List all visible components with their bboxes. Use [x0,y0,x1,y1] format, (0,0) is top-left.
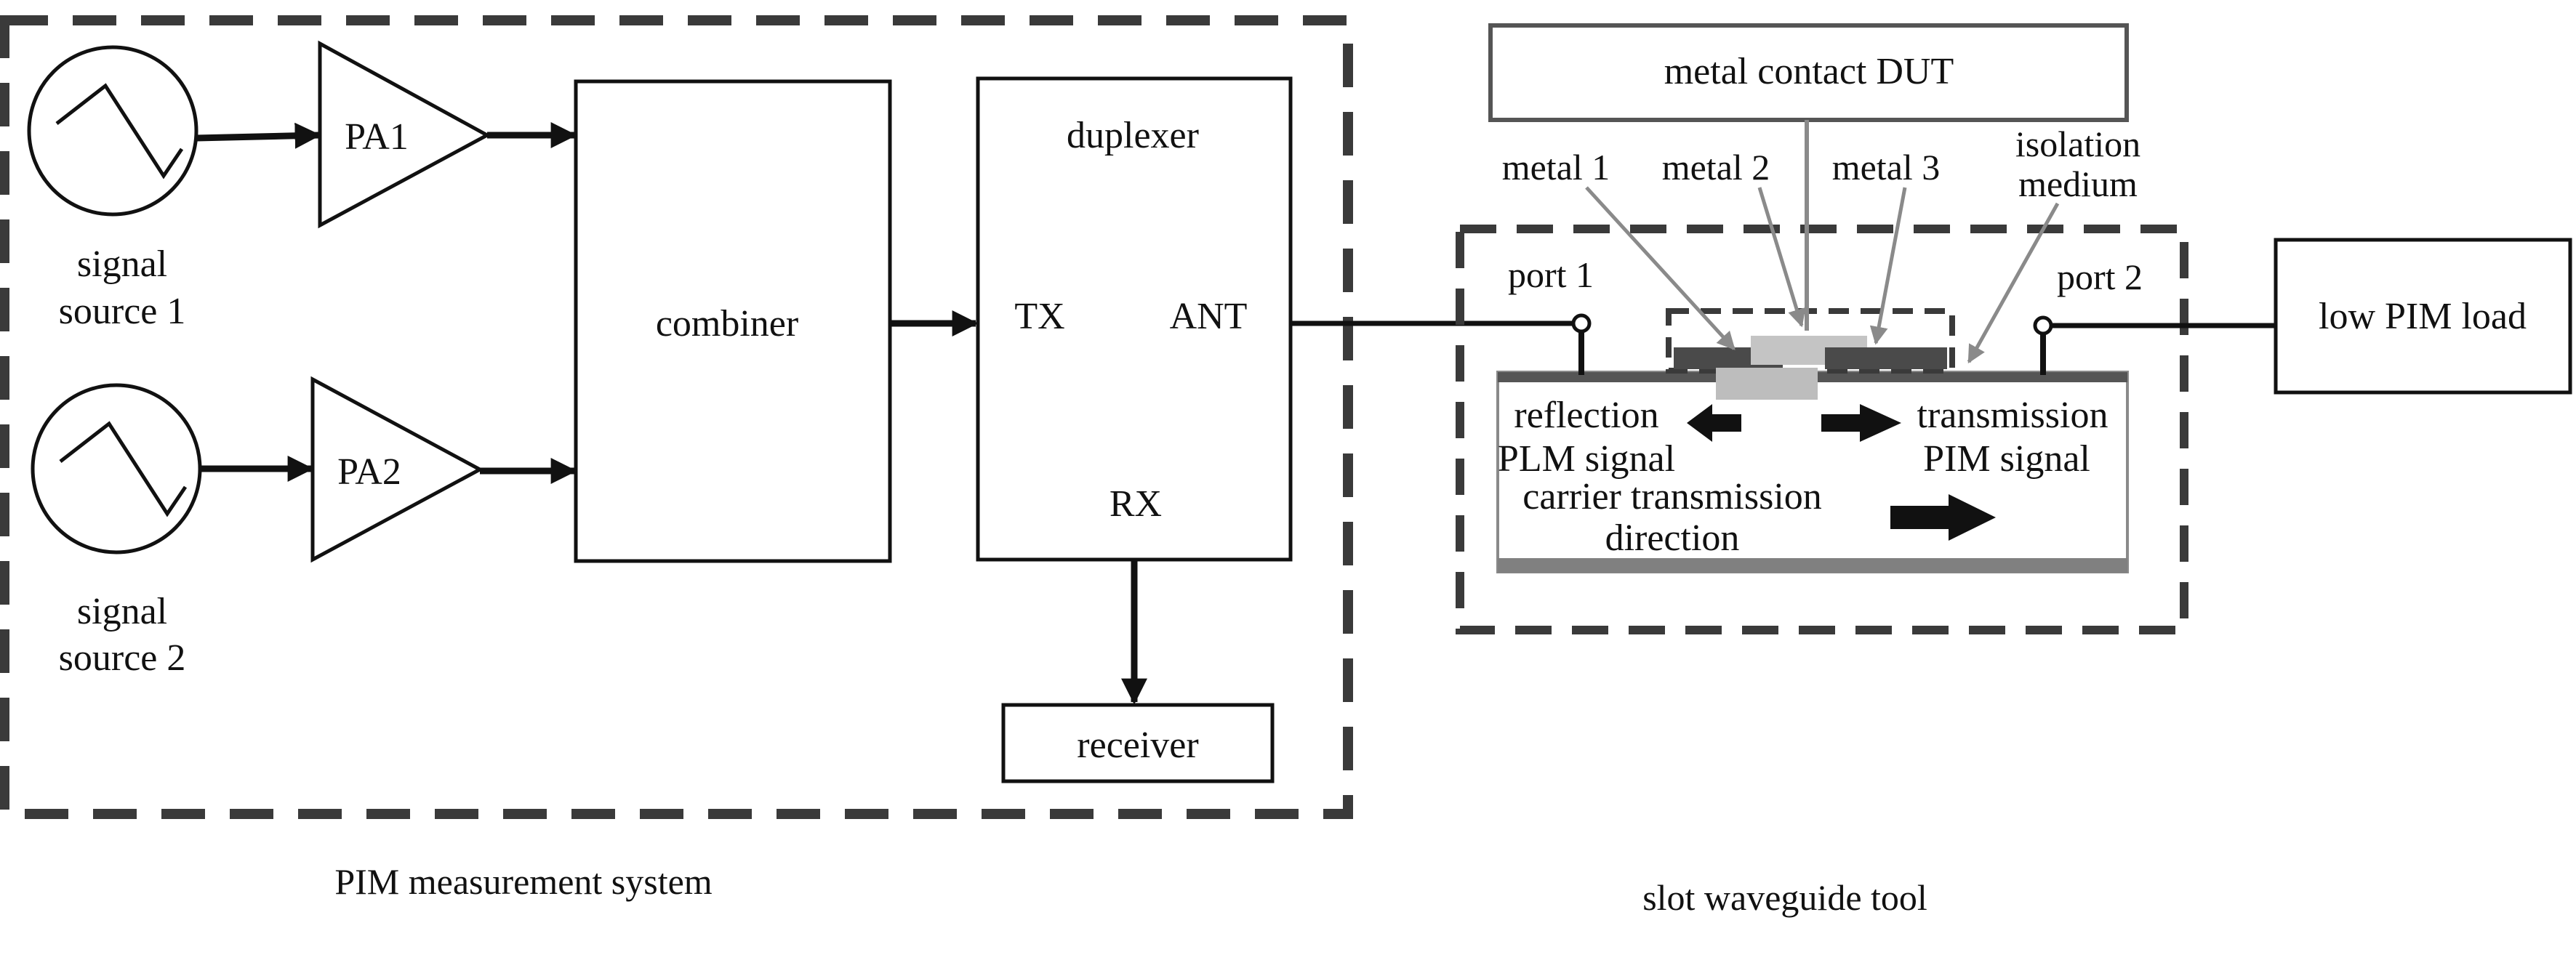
combiner-box [574,79,892,563]
duplexer-block: duplexer TX ANT RX [976,76,1293,562]
pa2-amplifier: PA2 [310,376,484,563]
metal-3-label: metal 3 [1832,147,1941,187]
combiner-block: combiner [574,79,892,563]
source-1-label-line1: signal [77,243,167,285]
duplexer-title: duplexer [1067,115,1199,156]
receiver-block: receiver [1001,703,1275,783]
source-2-label-line2: source 2 [59,637,186,679]
metal-2-label: metal 2 [1662,147,1770,187]
transmission-label-line1: transmission [1917,395,2108,436]
waveguide-tool-caption: slot waveguide tool [1642,877,1927,918]
pa1-triangle-icon [318,40,491,229]
metal-3-leader [1869,187,1907,345]
receiver-box [1001,703,1275,783]
carrier-label-line1: carrier transmission [1522,476,1822,517]
carrier-direction-arrow-icon [1890,494,1996,541]
sine-wave-2-icon [59,421,188,517]
isolation-label-line1: isolation [2015,124,2140,164]
sine-wave-1-icon [55,83,184,180]
pa1-label: PA1 [345,116,409,158]
reflection-label-line1: reflection [1514,395,1658,436]
isolation-label-line2: medium [2018,164,2138,204]
waveguide-body [1496,371,2129,573]
sine-source-1-icon [27,45,198,217]
transmission-arrow-icon [1821,404,1901,442]
combiner-label: combiner [656,303,798,344]
measurement-system-border [0,15,1353,819]
waveguide-bottom-wall [1498,558,2127,573]
dut-block: metal contact DUT [1488,23,2129,122]
duplexer-box [976,76,1293,562]
pa1-amplifier: PA1 [318,40,491,229]
source-2-label-line1: signal [77,591,167,632]
duplexer-tx-port: TX [1014,296,1064,337]
port-2-node [2033,315,2053,336]
wire-source1-pa1 [196,122,321,149]
port-2-label: port 2 [2057,257,2143,297]
metal-2-leader [1757,187,1806,328]
transmission-label-line2: PIM signal [1923,438,2090,480]
pa2-triangle-icon [310,376,484,563]
pa2-label: PA2 [337,451,401,493]
low-pim-load-label: low PIM load [2319,296,2527,337]
source-1-label-line2: source 1 [59,291,186,332]
slot-waveguide-tool: port 1 port 2 metal contact DUT metal 1 … [1456,23,2188,634]
metal-1-leader [1585,186,1736,350]
metal-1-label: metal 1 [1502,147,1610,187]
pim-measurement-system: signal source 1 signal source 2 PA1 PA2 [0,15,1353,902]
waveguide-tool-border [1456,225,2188,634]
isolation-leader [1967,202,2060,364]
dut-box [1488,23,2129,122]
signal-source-2: signal source 2 [31,383,202,679]
measurement-system-caption: PIM measurement system [334,861,712,902]
port-1-label: port 1 [1508,254,1594,295]
carrier-label-line2: direction [1605,517,1740,559]
reflection-label-line2: PLM signal [1498,438,1675,480]
port-1-node [1571,313,1592,334]
low-pim-load-block: low PIM load [2274,238,2572,395]
reflection-arrow-icon [1687,404,1741,442]
duplexer-rx-port: RX [1110,483,1162,525]
dut-label: metal contact DUT [1664,51,1954,92]
metal-3-piece [1825,347,1947,369]
signal-source-1: signal source 1 [27,45,198,332]
duplexer-ant-port: ANT [1170,296,1248,337]
sine-source-2-icon [31,383,202,554]
isolation-medium-piece [1716,368,1818,400]
low-pim-load-box [2274,238,2572,395]
receiver-label: receiver [1077,725,1198,766]
